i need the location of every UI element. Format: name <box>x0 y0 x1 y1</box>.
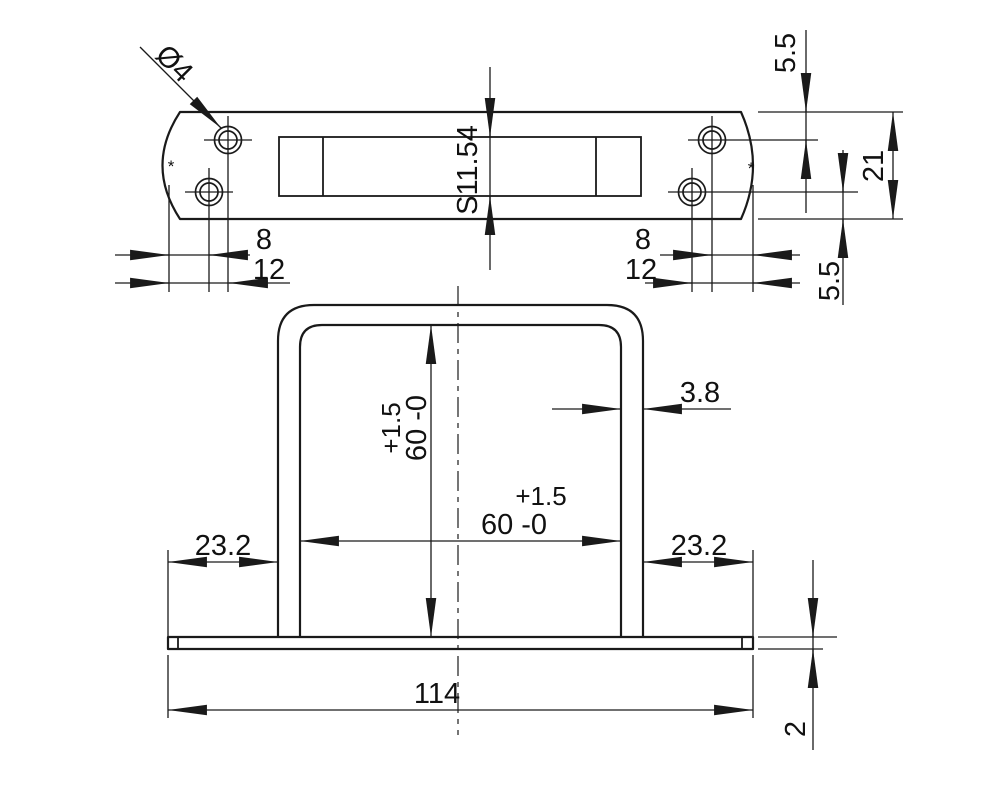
base-plate <box>166 635 755 651</box>
top-edge-to-hole-label: 5.5 <box>770 33 802 73</box>
inner-height-tolerance-label: +1.5 <box>376 402 406 453</box>
left-tangent-mark: * <box>168 157 175 176</box>
right-overhang-label: 23.2 <box>671 530 727 562</box>
inner-width-tolerance-label: +1.5 <box>515 481 566 511</box>
dim-hole-diameter: Ø4 <box>139 39 222 129</box>
dim-overall-length: 114 <box>167 655 754 718</box>
right-tangent-mark: * <box>748 159 755 178</box>
dim-plate-width: 21 <box>858 112 899 219</box>
dim-right-edge-to-upper-hole: 8 <box>635 185 800 292</box>
dim-left-edge-to-lower-hole: 8 <box>115 185 272 292</box>
dim-left-edge-to-upper-hole: 12 <box>115 254 290 289</box>
wall-thickness-label: 3.8 <box>680 377 720 409</box>
dim-wall-thickness: 3.8 <box>552 377 731 415</box>
dim-hole-to-bottom-edge: 5.5 <box>814 150 849 305</box>
dim-slot-height: S11.54 <box>452 67 496 270</box>
plate-outline <box>161 110 755 221</box>
hole-upper-left <box>204 116 252 292</box>
inner-width-label: 60 -0 <box>481 509 547 541</box>
front-view-dimensions: +1.5 60 -0 +1.5 60 -0 3.8 23.2 23.2 <box>167 325 837 750</box>
dim-top-edge-to-hole: 5.5 <box>758 30 903 220</box>
left-overhang-label: 23.2 <box>195 530 251 562</box>
left-8-label: 8 <box>256 224 272 256</box>
plate-slot <box>278 136 642 197</box>
bracket-outer-profile <box>276 303 645 637</box>
slot-height-label: S11.54 <box>452 125 484 215</box>
hole-upper-right <box>688 116 818 292</box>
base-thickness-label: 2 <box>780 721 812 737</box>
left-12-label: 12 <box>253 254 285 286</box>
right-8-label: 8 <box>635 224 651 256</box>
front-view <box>166 286 755 735</box>
hole-to-bottom-edge-label: 5.5 <box>814 261 846 301</box>
dim-inner-width: +1.5 60 -0 <box>300 481 621 547</box>
hole-lower-right <box>668 168 858 292</box>
plate-width-label: 21 <box>858 150 890 182</box>
top-view: * * <box>161 110 858 292</box>
overall-length-label: 114 <box>414 678 460 710</box>
inner-height-label: 60 -0 <box>401 395 433 461</box>
bracket-inner-profile <box>298 323 623 637</box>
dim-right-edge-to-lower-hole: 12 <box>625 254 800 289</box>
dim-inner-height: +1.5 60 -0 <box>376 325 437 637</box>
dim-base-thickness: 2 <box>758 560 837 750</box>
hole-diameter-label: Ø4 <box>149 39 199 89</box>
dim-left-overhang: 23.2 <box>167 530 278 636</box>
right-12-label: 12 <box>625 254 657 286</box>
top-view-dimensions: Ø4 S11.54 5.5 21 5.5 <box>115 30 903 305</box>
hole-lower-left <box>185 168 233 292</box>
dim-right-overhang: 23.2 <box>643 530 754 636</box>
